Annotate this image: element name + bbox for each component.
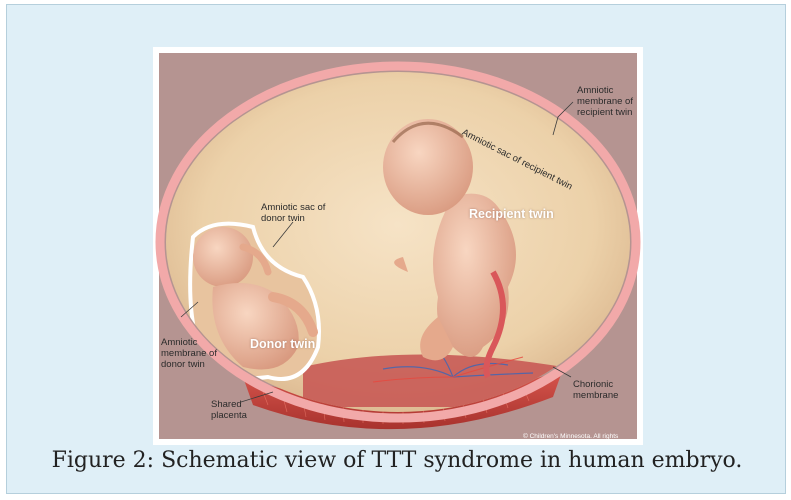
figure-container: Amniotic membrane of recipient twin Amni…	[6, 4, 786, 494]
label-amniotic-sac-donor: Amniotic sac of donor twin	[261, 202, 325, 224]
label-amniotic-membrane-recipient: Amniotic membrane of recipient twin	[577, 85, 633, 118]
ttt-illustration: Amniotic membrane of recipient twin Amni…	[153, 47, 643, 445]
figure-caption: Figure 2: Schematic view of TTT syndrome…	[7, 448, 787, 473]
copyright-notice: © Children's Minnesota. All rights reser…	[523, 433, 643, 447]
label-shared-placenta: Shared placenta	[211, 399, 247, 421]
label-chorionic-membrane: Chorionic membrane	[573, 379, 618, 401]
label-recipient-twin: Recipient twin	[469, 207, 554, 221]
label-donor-twin: Donor twin	[250, 337, 315, 351]
label-amniotic-membrane-donor: Amniotic membrane of donor twin	[161, 337, 217, 370]
illustration-svg	[153, 47, 643, 445]
